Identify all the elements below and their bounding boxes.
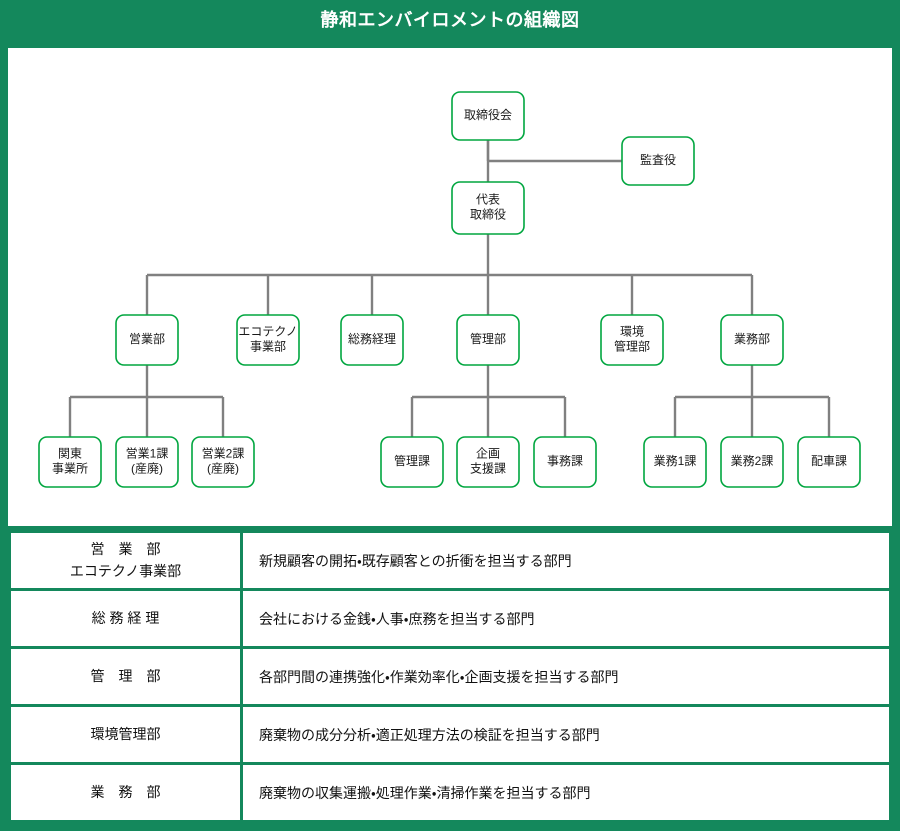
org-node-label-line: 業務部 <box>734 332 770 346</box>
org-node-label-line: 取締役 <box>470 207 506 222</box>
org-node-label-line: 環境 <box>620 325 644 339</box>
org-node-general[interactable]: 総務経理 <box>341 315 403 365</box>
org-node-label-general: 総務経理 <box>348 331 396 346</box>
org-node-operations[interactable]: 業務部 <box>721 315 783 365</box>
org-node-label-line: 営業2課 <box>202 447 245 461</box>
org-node-label-line: 業務2課 <box>731 454 774 468</box>
org-node-label-auditor: 監査役 <box>640 152 676 167</box>
org-node-label-board: 取締役会 <box>464 107 512 122</box>
org-node-label-line: 支援課 <box>470 462 506 476</box>
org-node-label-line: 管理部 <box>614 339 650 354</box>
org-node-dispatch[interactable]: 配車課 <box>798 437 860 487</box>
org-node-ecotechno[interactable]: エコテクノ事業部 <box>237 315 299 365</box>
department-name-line: 業 務 部 <box>15 782 236 804</box>
org-node-label-line: 事業部 <box>250 340 286 354</box>
header-bar: 静和エンバイロメントの組織図 <box>0 0 900 48</box>
org-node-label-adminsec: 管理課 <box>394 453 430 468</box>
org-node-clerical[interactable]: 事務課 <box>534 437 596 487</box>
table-row: 総 務 経 理会社における金銭・人事・庶務を担当する部門 <box>10 590 891 648</box>
org-node-label-line: 企画 <box>476 447 500 461</box>
org-node-label-operations: 業務部 <box>734 332 770 346</box>
department-name-line: 環境管理部 <box>15 724 236 746</box>
department-name-line: 管 理 部 <box>15 666 236 688</box>
org-node-auditor[interactable]: 監査役 <box>622 137 694 185</box>
table-row: 管 理 部各部門間の連携強化・作業効率化・企画支援を担当する部門 <box>10 648 891 706</box>
org-node-label-line: (産廃) <box>131 462 163 476</box>
org-node-kanto[interactable]: 関東事業所 <box>39 437 101 487</box>
department-name-cell: 営 業 部エコテクノ事業部 <box>10 532 242 590</box>
org-node-label-sales1: 営業1課(産廃) <box>126 447 169 476</box>
table-row: 営 業 部エコテクノ事業部新規顧客の開拓・既存顧客との折衝を担当する部門 <box>10 532 891 590</box>
org-node-planning[interactable]: 企画支援課 <box>457 437 519 487</box>
department-name-cell: 管 理 部 <box>10 648 242 706</box>
org-node-label-line: 営業1課 <box>126 447 169 461</box>
org-node-label-line: 業務1課 <box>654 454 697 468</box>
org-node-label-line: 関東 <box>58 447 82 461</box>
department-description-body: 営 業 部エコテクノ事業部新規顧客の開拓・既存顧客との折衝を担当する部門総 務 … <box>10 532 891 822</box>
org-node-label-dispatch: 配車課 <box>811 454 847 468</box>
org-chart-svg: 取締役会監査役代表取締役営業部エコテクノ事業部総務経理管理部環境管理部業務部関東… <box>8 48 892 526</box>
table-row: 業 務 部廃棄物の収集運搬・処理作業・清掃作業を担当する部門 <box>10 764 891 822</box>
org-node-label-admin: 管理部 <box>470 331 506 346</box>
department-description-cell: 各部門間の連携強化・作業効率化・企画支援を担当する部門 <box>242 648 891 706</box>
org-node-label-clerical: 事務課 <box>547 454 583 468</box>
org-node-sales1[interactable]: 営業1課(産廃) <box>116 437 178 487</box>
org-node-label-line: 取締役会 <box>464 107 512 122</box>
org-node-label-sales: 営業部 <box>129 332 165 346</box>
org-node-board[interactable]: 取締役会 <box>452 92 524 140</box>
org-node-label-line: 配車課 <box>811 454 847 468</box>
org-node-adminsec[interactable]: 管理課 <box>381 437 443 487</box>
department-description-cell: 廃棄物の成分分析・適正処理方法の検証を担当する部門 <box>242 706 891 764</box>
org-node-ops2[interactable]: 業務2課 <box>721 437 783 487</box>
department-name-line: 総 務 経 理 <box>15 608 236 630</box>
org-node-label-line: 監査役 <box>640 152 676 167</box>
org-node-label-ops1: 業務1課 <box>654 454 697 468</box>
department-name-cell: 業 務 部 <box>10 764 242 822</box>
department-description-table: 営 業 部エコテクノ事業部新規顧客の開拓・既存顧客との折衝を担当する部門総 務 … <box>8 530 892 823</box>
department-description-cell: 新規顧客の開拓・既存顧客との折衝を担当する部門 <box>242 532 891 590</box>
org-node-sales[interactable]: 営業部 <box>116 315 178 365</box>
org-node-label-line: 事務課 <box>547 454 583 468</box>
node-layer: 取締役会監査役代表取締役営業部エコテクノ事業部総務経理管理部環境管理部業務部関東… <box>39 92 860 487</box>
org-node-label-line: 総務経理 <box>348 331 396 346</box>
org-node-label-line: 管理部 <box>470 331 506 346</box>
page-title: 静和エンバイロメントの組織図 <box>0 0 900 40</box>
org-node-ops1[interactable]: 業務1課 <box>644 437 706 487</box>
org-node-label-ops2: 業務2課 <box>731 454 774 468</box>
department-name-line: 営 業 部 <box>15 539 236 561</box>
org-node-label-line: 管理課 <box>394 453 430 468</box>
org-node-label-sales2: 営業2課(産廃) <box>202 447 245 476</box>
table-row: 環境管理部廃棄物の成分分析・適正処理方法の検証を担当する部門 <box>10 706 891 764</box>
org-node-label-line: エコテクノ <box>238 325 297 339</box>
org-node-label-line: 事業所 <box>52 462 88 476</box>
org-node-label-line: (産廃) <box>207 462 239 476</box>
org-node-sales2[interactable]: 営業2課(産廃) <box>192 437 254 487</box>
department-name-line: エコテクノ事業部 <box>15 561 236 583</box>
department-name-cell: 総 務 経 理 <box>10 590 242 648</box>
org-chart-panel: 取締役会監査役代表取締役営業部エコテクノ事業部総務経理管理部環境管理部業務部関東… <box>8 48 892 526</box>
org-node-admin[interactable]: 管理部 <box>457 315 519 365</box>
org-node-label-line: 代表 <box>476 193 500 207</box>
org-node-label-line: 営業部 <box>129 332 165 346</box>
connector-layer <box>70 140 829 437</box>
org-node-environment[interactable]: 環境管理部 <box>601 315 663 365</box>
department-description-cell: 廃棄物の収集運搬・処理作業・清掃作業を担当する部門 <box>242 764 891 822</box>
department-description-cell: 会社における金銭・人事・庶務を担当する部門 <box>242 590 891 648</box>
department-name-cell: 環境管理部 <box>10 706 242 764</box>
org-node-ceo[interactable]: 代表取締役 <box>452 182 524 234</box>
